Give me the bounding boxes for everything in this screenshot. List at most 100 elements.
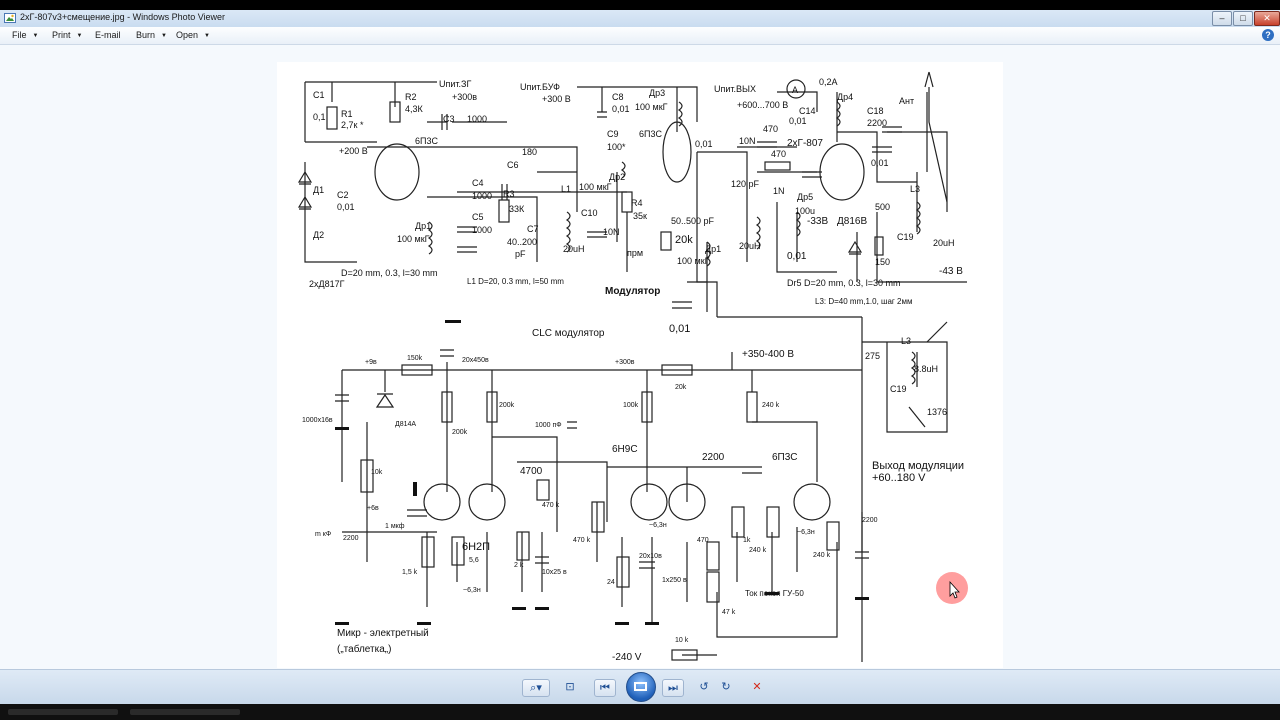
label-200v: +200 В (339, 146, 368, 156)
chevron-down-icon: ▼ (161, 33, 167, 39)
taskbar-strip (0, 704, 1280, 720)
minimize-button[interactable]: ‒ (1212, 11, 1232, 26)
label-1n: 1N (773, 186, 785, 196)
menu-open[interactable]: Open▼ (176, 30, 210, 40)
label-001-a: 0,01 (695, 139, 713, 149)
menu-burn-label: Burn (136, 30, 156, 40)
label-upit-buf: Uпит.БУФ (520, 82, 560, 92)
label-10k: 10k (371, 469, 383, 476)
label-r4-value: 35к (633, 211, 647, 221)
label-c7-range: 40..200 (507, 237, 537, 247)
label-c10-value: 10N (603, 227, 620, 237)
delete-button[interactable]: ✕ (752, 681, 762, 693)
label-l3-value: 20uH (933, 238, 955, 248)
label-l1: L1 (561, 184, 571, 194)
image-canvas[interactable]: C1 0,1 R1 2,7к * R2 4,3К Uпит.ЗГ +300в C… (0, 45, 1280, 669)
label-1k: 1k (743, 537, 751, 544)
label-c3-value: 1000 (467, 114, 487, 124)
label-c5: C5 (472, 212, 484, 222)
schematic-drawing: C1 0,1 R1 2,7к * R2 4,3К Uпит.ЗГ +300в C… (297, 71, 967, 663)
close-button[interactable]: ✕ (1254, 11, 1280, 26)
menu-file[interactable]: File▼ (12, 30, 38, 40)
schematic-image: C1 0,1 R1 2,7к * R2 4,3К Uпит.ЗГ +300в C… (277, 62, 1003, 668)
label-output-range: +60..180 V (872, 472, 926, 484)
label-10n-a: 10N (739, 136, 756, 146)
label-20uh: 20uH (739, 241, 761, 251)
label-r3: R3 (503, 189, 515, 199)
label-clc: CLC модулятор (532, 328, 605, 339)
label-dr5: Др5 (797, 192, 813, 202)
label-001-d: 0,01 (787, 251, 807, 262)
rotate-clockwise-button[interactable]: ↻ (721, 681, 731, 693)
label-mf: m кФ (315, 531, 331, 538)
next-button[interactable]: ⏭ (662, 679, 684, 697)
label-c9-value: 100* (607, 142, 626, 152)
label-600v: +600...700 В (737, 100, 788, 110)
label-l1-value: 20uH (563, 244, 585, 254)
label-c4-value: 1000 (472, 191, 492, 201)
label-plus6: +6в (367, 505, 379, 512)
label-upit-zg: Uпит.ЗГ (439, 79, 471, 89)
menu-email-label: E-mail (95, 30, 121, 40)
label-2200-a: 2200 (702, 452, 725, 463)
window-title: 2хГ-807v3+смещение.jpg - Windows Photo V… (20, 12, 226, 22)
zoom-button[interactable]: ⌕▾ (522, 679, 550, 697)
label-prm: прм (627, 248, 643, 258)
title-bar[interactable]: 2хГ-807v3+смещение.jpg - Windows Photo V… (0, 10, 1280, 27)
label-dr1: Др1 (415, 221, 431, 231)
label-r2-value: 4,3К (405, 104, 424, 114)
label-c9: C9 (607, 129, 619, 139)
label-c19: C19 (897, 232, 914, 242)
label-47k: 47 k (722, 609, 736, 616)
label-1000x16: 1000х16в (302, 417, 333, 424)
label-c14: C14 (799, 106, 816, 116)
label-5-6: 5,6 (469, 557, 479, 564)
label-choke-note: D=20 mm, 0.3, l=30 mm (341, 268, 438, 278)
label-bias-33v: -33В (807, 216, 828, 227)
rotate-counterclockwise-button[interactable]: ↺ (699, 681, 709, 693)
label-dr1b: Др1 (705, 244, 721, 254)
label-r1-value: 2,7к * (341, 120, 364, 130)
menu-open-label: Open (176, 30, 199, 40)
label-300v-a: +300в (452, 92, 477, 102)
help-icon[interactable]: ? (1262, 29, 1274, 41)
menu-print[interactable]: Print▼ (52, 30, 82, 40)
menu-email[interactable]: E-mail (95, 30, 121, 40)
label-r2: R2 (405, 92, 417, 102)
label-20k: 20k (675, 234, 693, 246)
label-l3b-value: 8.8uH (914, 364, 938, 374)
label-470-b: 470 (771, 149, 786, 159)
label-r4: R4 (631, 198, 643, 208)
label-001-b: 0,01 (669, 323, 690, 335)
label-1-5k: 1,5 k (402, 569, 418, 576)
chevron-down-icon: ▼ (32, 33, 39, 39)
label-470-a: 470 (763, 124, 778, 134)
menu-burn[interactable]: Burn ▼ (136, 30, 167, 40)
label-300v-b: +300 В (542, 94, 571, 104)
label-dr1b-value: 100 мкГ (677, 256, 710, 266)
label-tube-1: 6П3С (415, 136, 438, 146)
label-6n9s: 6Н9С (612, 444, 638, 455)
label-470: 470 (697, 537, 709, 544)
slideshow-button[interactable] (626, 672, 656, 702)
label-upit-vyh: Uпит.ВЫХ (714, 84, 756, 94)
label-1x250: 1х250 в (662, 577, 687, 584)
label-plus9: +9в (365, 359, 377, 366)
label-output: Выход модуляции (872, 460, 964, 472)
label-275: 275 (865, 351, 880, 361)
label-ammeter: A (792, 85, 798, 95)
menu-print-label: Print (52, 30, 71, 40)
previous-button[interactable]: ⏮ (594, 679, 616, 697)
label-500: 500 (875, 202, 890, 212)
maximize-button[interactable]: □ (1233, 11, 1253, 26)
label-200k-a: 200k (452, 429, 468, 436)
label-c10: C10 (581, 208, 598, 218)
fit-to-window-button[interactable]: ⊡ (565, 681, 575, 693)
label-20x450: 20х450в (462, 357, 489, 364)
label-2200-c: 2200 (862, 517, 878, 524)
mouse-pointer-icon (949, 580, 960, 599)
label-120pf: 120 pF (731, 179, 760, 189)
taskbar-segment (8, 709, 118, 715)
label-20k-b: 20k (675, 384, 687, 391)
label-tok: Ток покоя ГУ-50 (745, 589, 804, 598)
